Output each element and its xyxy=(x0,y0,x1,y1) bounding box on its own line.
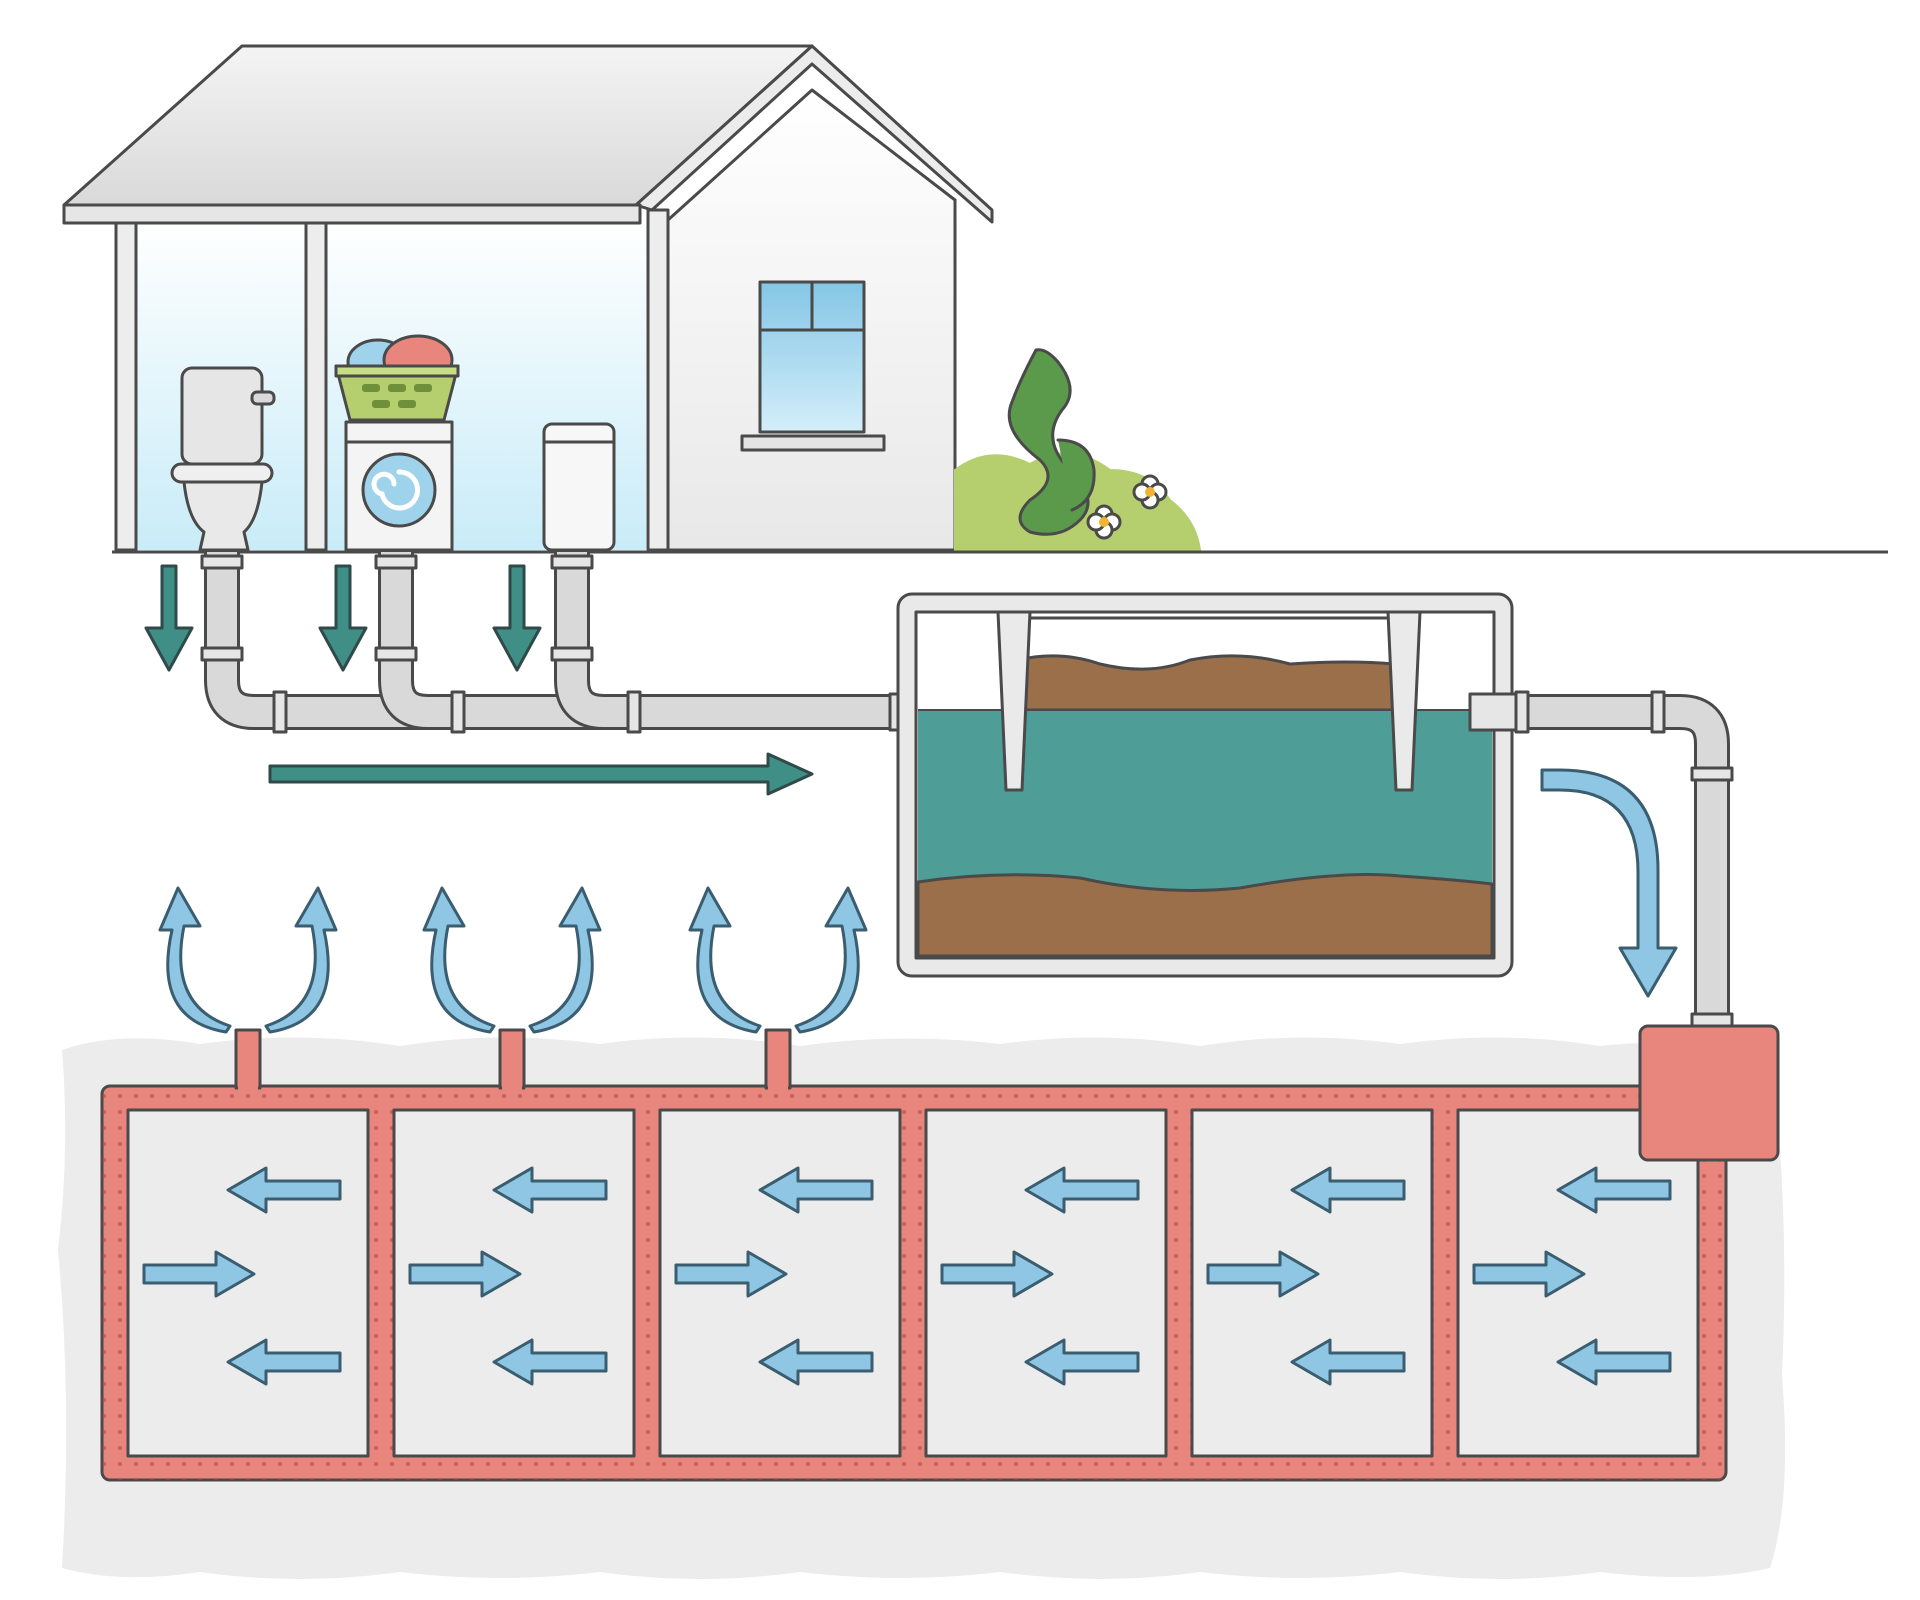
lateral-arrow-icon xyxy=(1290,1338,1406,1386)
vent-arrow-icon xyxy=(422,886,496,1034)
vent-pipe xyxy=(234,1028,262,1090)
drain-arrow-icon xyxy=(492,564,542,672)
vent-arrow-icon xyxy=(264,886,338,1034)
vent-pipe xyxy=(498,1028,526,1090)
lateral-arrow-icon xyxy=(408,1250,522,1298)
lateral-arrow-icon xyxy=(142,1250,256,1298)
vent-arrow-icon xyxy=(528,886,602,1034)
lateral-arrows xyxy=(142,1166,1672,1386)
vent-arrow-icon xyxy=(158,886,232,1034)
drain-arrow-icon xyxy=(318,564,368,672)
drain-arrow-icon xyxy=(144,564,194,672)
laundry-basket-icon xyxy=(334,334,460,422)
flower-icon xyxy=(1086,474,1168,540)
lateral-arrow-icon xyxy=(674,1250,788,1298)
lateral-arrow-icon xyxy=(492,1166,608,1214)
outlet-baffle xyxy=(1386,610,1422,792)
house-roof xyxy=(62,44,814,207)
vent-pipe xyxy=(764,1028,792,1090)
sludge-layer xyxy=(916,873,1494,958)
house-post-middle xyxy=(304,221,328,552)
window-icon xyxy=(740,280,886,452)
flow-right-arrow-icon xyxy=(268,752,814,796)
toilet-icon xyxy=(170,366,276,552)
lateral-arrow-icon xyxy=(758,1338,874,1386)
lateral-arrow-icon xyxy=(1556,1166,1672,1214)
washing-machine-icon xyxy=(344,420,454,552)
vent-arrows xyxy=(158,886,868,1034)
drainfield xyxy=(58,1024,1786,1579)
drain-arrows xyxy=(144,564,542,672)
lateral-arrow-icon xyxy=(1024,1338,1140,1386)
vent-arrow-icon xyxy=(794,886,868,1034)
bush-icon xyxy=(954,348,1202,551)
house-post-left xyxy=(114,221,138,552)
lateral-arrow-icon xyxy=(1556,1338,1672,1386)
house xyxy=(62,44,1888,554)
lateral-arrow-icon xyxy=(1290,1166,1406,1214)
lateral-arrow-icon xyxy=(940,1250,1054,1298)
house-post-right xyxy=(646,208,670,552)
water-heater-icon xyxy=(542,422,616,552)
outflow-arrow-icon xyxy=(1540,768,1678,998)
lateral-arrow-icon xyxy=(226,1338,342,1386)
lateral-arrow-icon xyxy=(226,1166,342,1214)
drain-pipes xyxy=(200,552,946,734)
roof-eave xyxy=(62,203,642,225)
vent-arrow-icon xyxy=(688,886,762,1034)
septic-tank-icon xyxy=(896,592,1528,978)
lateral-arrow-icon xyxy=(1472,1250,1586,1298)
lateral-arrow-icon xyxy=(492,1338,608,1386)
lateral-arrow-icon xyxy=(758,1166,874,1214)
scum-layer xyxy=(1016,654,1396,712)
inlet-baffle xyxy=(996,610,1032,792)
lateral-arrow-icon xyxy=(1024,1166,1140,1214)
lateral-arrow-icon xyxy=(1206,1250,1320,1298)
distribution-box-icon xyxy=(1638,1024,1780,1162)
outlet-pipe xyxy=(1514,690,1734,1034)
